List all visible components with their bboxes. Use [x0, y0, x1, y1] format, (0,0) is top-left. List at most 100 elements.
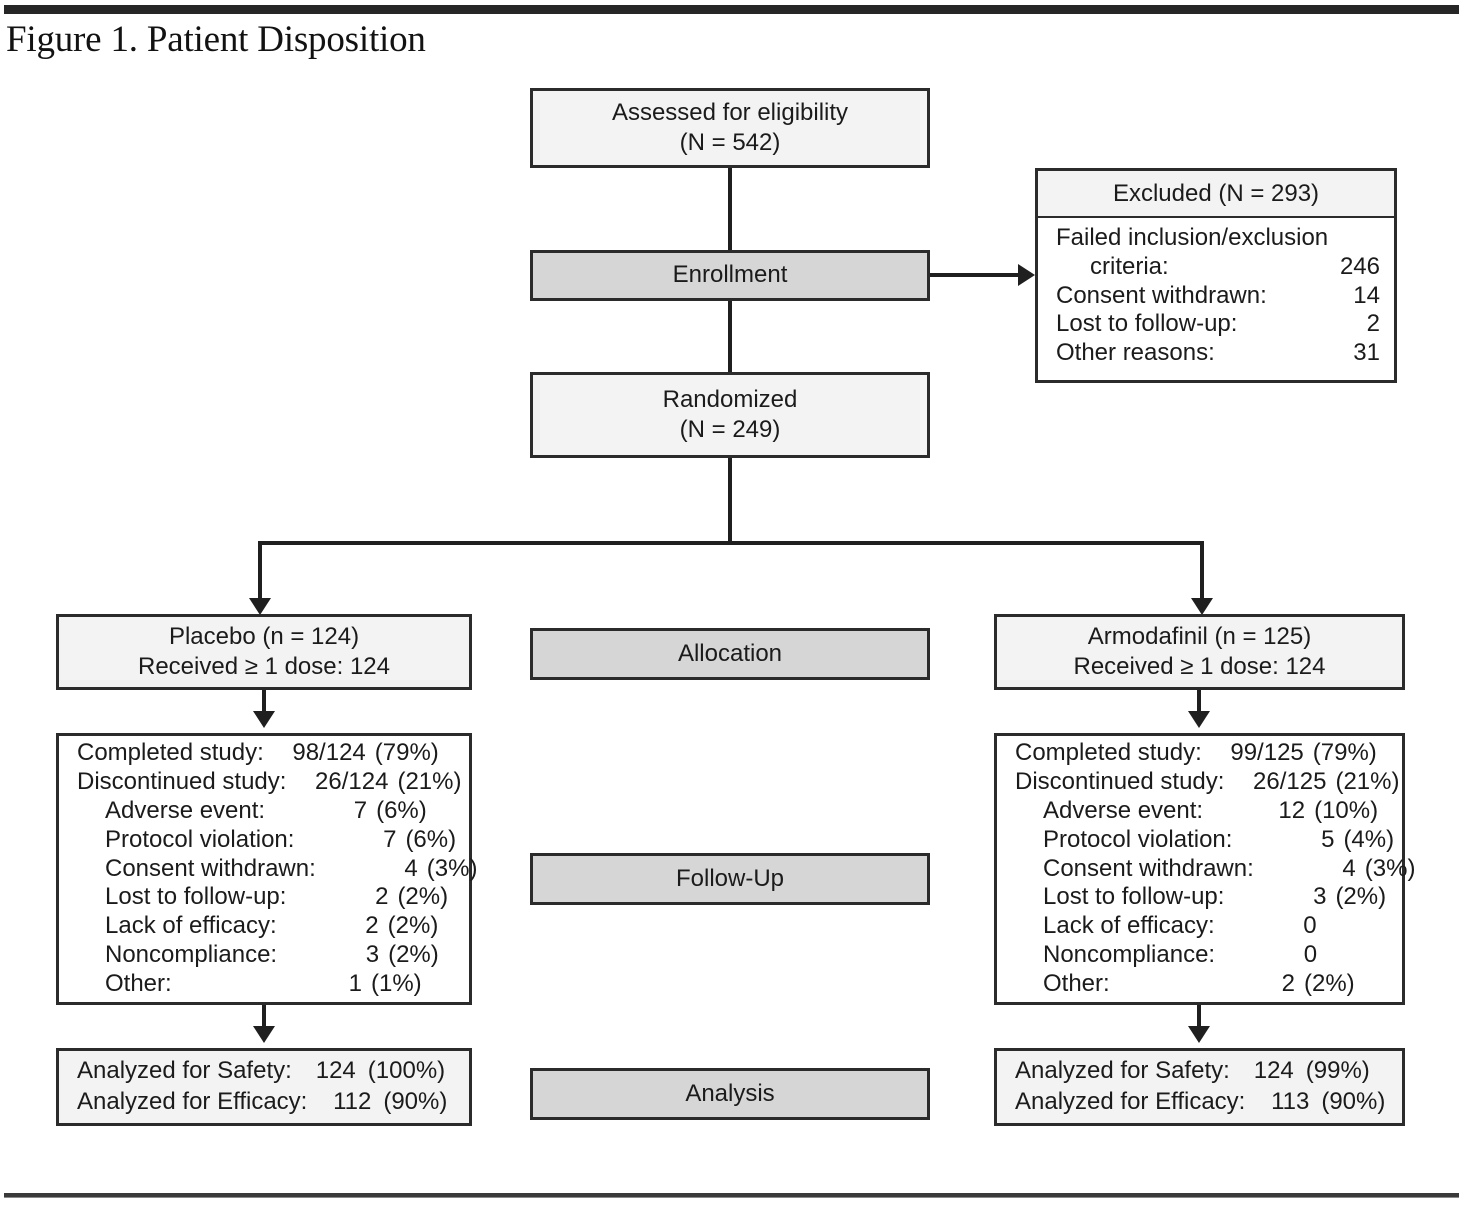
stat-percent: (100%): [367, 1057, 446, 1085]
stat-value: 2: [375, 883, 389, 911]
armodafinil-followup-list: Completed study: 99/125 (79%) Discontinu…: [997, 731, 1415, 1007]
randomized-line2: (N = 249): [679, 416, 781, 443]
stat-row: Consent withdrawn: 4 (3%): [77, 854, 477, 884]
analysis-label: Analysis: [685, 1079, 775, 1107]
stat-value: 7: [353, 796, 368, 824]
stat-value: 4: [1342, 854, 1356, 882]
stat-label: Adverse event:: [1043, 796, 1204, 824]
assessed-line2: (N = 542): [679, 129, 781, 156]
armodafinil-alloc-line2: Received ≥ 1 dose: 124: [1073, 653, 1326, 680]
stat-label: Noncompliance:: [105, 941, 278, 969]
bottom-rule: [4, 1193, 1459, 1198]
stat-value: 5: [1321, 825, 1335, 853]
stat-value: 3: [1313, 883, 1327, 911]
node-enrollment: Enrollment: [530, 250, 930, 301]
panel-armodafinil-analysis: Analyzed for Safety: 124 (99%) Analyzed …: [994, 1048, 1405, 1126]
stat-percent: (21%): [1335, 767, 1400, 795]
connector-enrollment-to-excluded: [930, 273, 1020, 277]
stat-value: 1: [348, 970, 362, 998]
stat-percent: (79%): [374, 738, 439, 766]
stat-label: Protocol violation:: [1043, 825, 1233, 853]
excluded-row: Lost to follow-up: 2: [1056, 310, 1380, 339]
excluded-row-value: 31: [1353, 339, 1380, 367]
stat-percent: (10%): [1314, 796, 1379, 824]
excluded-row-label: Consent withdrawn:: [1056, 281, 1267, 309]
stat-row: Analyzed for Safety: 124 (100%): [77, 1056, 455, 1087]
stat-label: Adverse event:: [105, 796, 266, 824]
connector-armodafinil-followup-to-analysis: [1197, 1005, 1201, 1033]
excluded-row: Consent withdrawn: 14: [1056, 282, 1380, 311]
stat-percent: (3%): [1364, 854, 1416, 882]
stat-row: Consent withdrawn: 4 (3%): [1015, 854, 1415, 884]
stat-label: Noncompliance:: [1043, 941, 1216, 969]
placebo-followup-list: Completed study: 98/124 (79%) Discontinu…: [59, 731, 477, 1007]
arrowhead-to-excluded: [1018, 264, 1035, 286]
stat-percent: (2%): [1335, 883, 1387, 911]
stat-label: Consent withdrawn:: [105, 854, 316, 882]
stat-percent: (79%): [1312, 738, 1377, 766]
excluded-row: Other reasons: 31: [1056, 339, 1380, 368]
stat-percent: (2%): [388, 941, 439, 969]
stat-row: Noncompliance: 0: [1015, 941, 1386, 970]
stat-value: 0: [1303, 912, 1317, 940]
stat-row: Discontinued study: 26/125 (21%): [1015, 767, 1399, 797]
stat-label: Other:: [105, 970, 172, 998]
stat-row: Lack of efficacy: 0: [1015, 912, 1386, 941]
stat-row: Completed study: 98/124 (79%): [77, 739, 453, 768]
stat-label: Discontinued study:: [1015, 767, 1225, 795]
stat-value: 113: [1271, 1088, 1310, 1115]
connector-randomized-stem: [728, 458, 732, 544]
node-allocation: Allocation: [530, 628, 930, 680]
stat-percent: (1%): [371, 970, 422, 998]
stat-value: 26/125: [1253, 767, 1327, 795]
randomized-line1: Randomized: [662, 385, 798, 413]
stat-value: 4: [404, 854, 418, 882]
stat-label: Completed study:: [77, 738, 264, 766]
panel-armodafinil-followup: Completed study: 99/125 (79%) Discontinu…: [994, 731, 1415, 1007]
stat-label: Analyzed for Safety:: [77, 1057, 292, 1085]
panel-placebo-followup: Completed study: 98/124 (79%) Discontinu…: [56, 731, 477, 1007]
placebo-alloc-line2: Received ≥ 1 dose: 124: [138, 653, 390, 680]
stat-row: Other: 2 (2%): [1015, 970, 1386, 999]
stat-percent: (2%): [397, 883, 449, 911]
stat-value: 98/124: [292, 738, 366, 766]
stat-row: Analyzed for Efficacy: 113 (90%): [1015, 1087, 1388, 1118]
arrowhead-armodafinil-followup: [1188, 711, 1210, 728]
connector-enrollment-to-randomized: [728, 301, 732, 372]
panel-placebo-analysis: Analyzed for Safety: 124 (100%) Analyzed…: [56, 1048, 472, 1126]
arrowhead-to-placebo: [249, 598, 271, 615]
stat-value: 124: [1253, 1057, 1294, 1085]
stat-label: Protocol violation:: [105, 825, 295, 853]
stat-percent: (6%): [376, 796, 427, 824]
stat-value: 3: [365, 941, 380, 969]
connector-placebo-alloc-to-followup: [262, 690, 266, 718]
assessed-line1: Assessed for eligibility: [611, 98, 849, 126]
excluded-header: Excluded (N = 293): [1038, 171, 1394, 218]
stat-value: 99/125: [1230, 738, 1304, 766]
arrowhead-to-armodafinil: [1191, 598, 1213, 615]
page-title: Figure 1. Patient Disposition: [6, 19, 426, 60]
excluded-row-value: 2: [1366, 310, 1380, 338]
excluded-row-label: Other reasons:: [1056, 339, 1215, 367]
stat-label: Other:: [1043, 970, 1110, 998]
node-placebo-allocation: Placebo (n = 124) Received ≥ 1 dose: 124: [56, 614, 472, 690]
connector-to-armodafinil: [1200, 541, 1204, 605]
stat-value: 0: [1303, 941, 1318, 969]
excluded-row-label: Lost to follow-up:: [1056, 310, 1238, 338]
followup-label: Follow-Up: [675, 864, 785, 892]
stat-row: Completed study: 99/125 (79%): [1015, 739, 1386, 768]
stat-row: Other: 1 (1%): [77, 970, 453, 999]
allocation-label: Allocation: [677, 639, 783, 667]
stat-label: Consent withdrawn:: [1043, 854, 1254, 882]
node-followup: Follow-Up: [530, 853, 930, 905]
stat-percent: (21%): [397, 767, 462, 795]
stat-percent: (99%): [1305, 1057, 1370, 1085]
excluded-row-value: 246: [1339, 252, 1380, 280]
excluded-reason-list: Failed inclusion/exclusion criteria: 246…: [1038, 218, 1394, 376]
node-analysis: Analysis: [530, 1068, 930, 1120]
stat-percent: (3%): [426, 854, 478, 882]
stat-percent: (90%): [1321, 1088, 1386, 1115]
arrowhead-armodafinil-analysis: [1188, 1026, 1210, 1043]
excluded-row-value: 14: [1353, 281, 1380, 309]
